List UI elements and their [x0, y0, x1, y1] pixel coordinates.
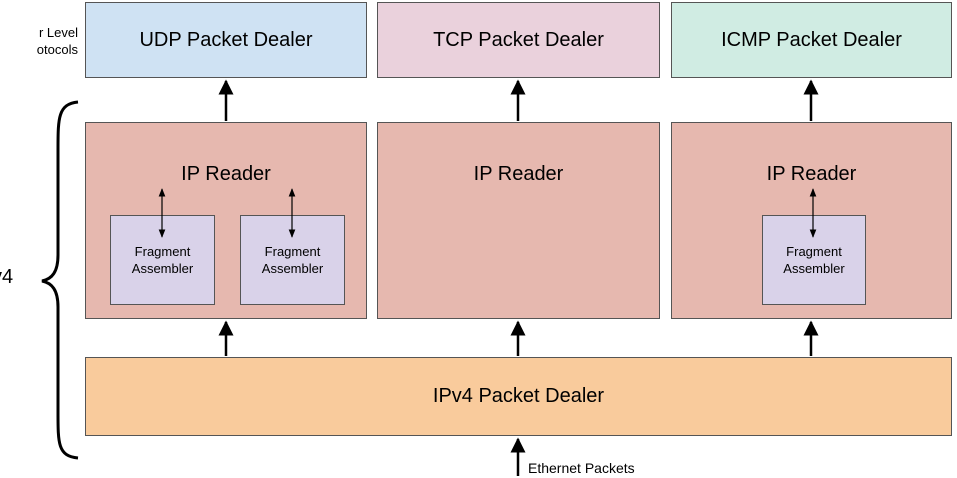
ip-reader-label-2: IP Reader — [473, 163, 564, 185]
ip-reader-box-2: IP Reader — [377, 122, 660, 319]
icmp-packet-dealer-label: ICMP Packet Dealer — [721, 28, 902, 51]
ip-reader-label-3: IP Reader — [766, 163, 857, 185]
udp-packet-dealer-box: UDP Packet Dealer — [85, 2, 367, 78]
upper-protocols-label-line1: r Level — [38, 25, 78, 40]
fragment-assembler-box: Fragment Assembler — [762, 215, 866, 305]
ip-reader-label-1: IP Reader — [181, 163, 271, 185]
ipv4-packet-dealer-label: IPv4 Packet Dealer — [432, 385, 605, 407]
fragment-assembler-label: Fragment Assembler — [131, 244, 194, 276]
udp-packet-dealer-label: UDP Packet Dealer — [139, 28, 313, 51]
upper-protocols-label-line2: otocols — [36, 42, 78, 57]
icmp-packet-dealer-box: ICMP Packet Dealer — [671, 2, 952, 78]
ip-reader-box-3: IP Reader Fragment Assembler — [671, 122, 952, 319]
ethernet-packets-label: Ethernet Packets — [528, 460, 635, 476]
ipv4-packet-dealer-box: IPv4 Packet Dealer — [85, 357, 952, 436]
fragment-assembler-label: Fragment Assembler — [261, 244, 324, 276]
fragment-assembler-box: Fragment Assembler — [240, 215, 345, 305]
tcp-packet-dealer-label: TCP Packet Dealer — [433, 28, 604, 51]
upper-protocols-label: r Level otocols — [0, 24, 78, 58]
ip-reader-box-1: IP Reader Fragment Assembler Fragment As… — [85, 122, 367, 319]
ipv4-group-label: v4 — [0, 266, 14, 288]
fragment-assembler-label: Fragment Assembler — [783, 244, 845, 276]
ipv4-brace — [41, 100, 79, 460]
tcp-packet-dealer-box: TCP Packet Dealer — [377, 2, 660, 78]
